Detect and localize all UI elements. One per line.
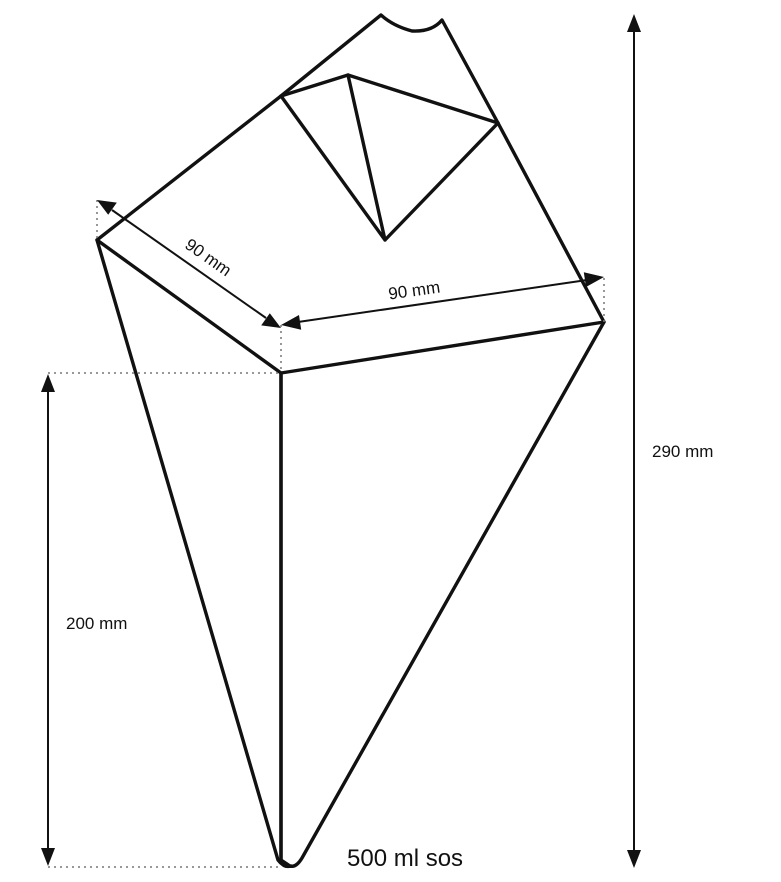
- dimension-total-height: 290 mm: [627, 14, 713, 868]
- cone-right-face: [279, 320, 606, 869]
- arrowhead-icon: [583, 272, 604, 287]
- cone-outline: [95, 13, 606, 869]
- capacity-caption: 500 ml sos: [347, 845, 463, 872]
- cone-top-flap: [279, 13, 500, 125]
- arrowhead-icon: [627, 14, 641, 32]
- arrowhead-icon: [41, 374, 55, 392]
- arrowhead-icon: [41, 848, 55, 866]
- arrowhead-icon: [97, 200, 117, 215]
- cone-left-face: [95, 238, 293, 869]
- dimension-top-depth: 90 mm: [97, 200, 281, 328]
- guide-lines: [48, 200, 605, 868]
- cone-height-label: 200 mm: [66, 614, 127, 633]
- top-width-label: 90 mm: [387, 278, 441, 304]
- cone-back-panel: [95, 73, 606, 324]
- dimension-cone-height: 200 mm: [41, 374, 127, 866]
- arrowhead-icon: [281, 315, 302, 330]
- arrowhead-icon: [627, 850, 641, 868]
- cone-folded-tab: [279, 73, 500, 242]
- total-height-label: 290 mm: [652, 442, 713, 461]
- top-depth-label: 90 mm: [181, 235, 234, 280]
- dimension-top-width: 90 mm: [281, 272, 604, 330]
- arrowhead-icon: [261, 313, 281, 328]
